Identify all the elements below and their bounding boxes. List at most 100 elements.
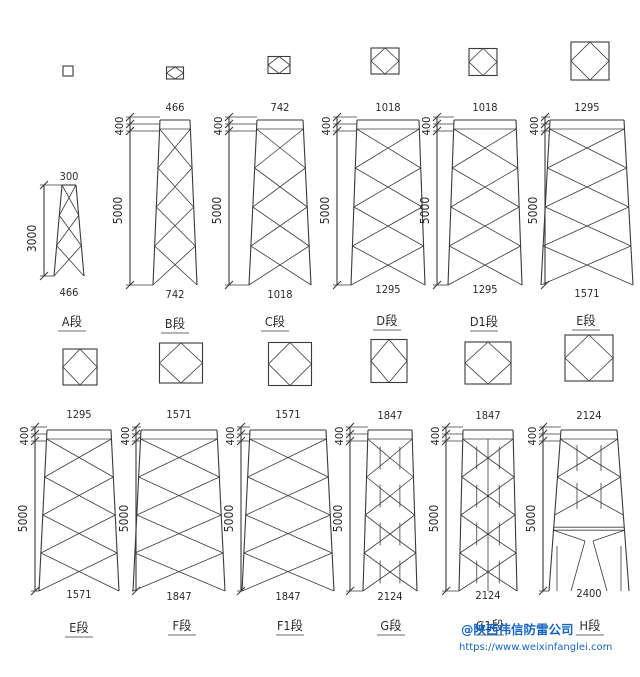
x-brace (549, 128, 627, 169)
x-brace (44, 438, 112, 478)
k-brace (366, 476, 391, 497)
top-width-label: 466 (166, 101, 185, 114)
left-leg (548, 429, 562, 592)
dimension-tick (432, 119, 442, 129)
height-label: 5000 (222, 505, 236, 533)
k-brace (389, 552, 417, 573)
left-leg (53, 184, 63, 277)
left-leg (248, 119, 258, 286)
elevation-view (38, 429, 120, 592)
dimension-tick (345, 429, 355, 439)
plan-view (468, 47, 498, 77)
top-width-label: 300 (60, 170, 79, 183)
x-brace (46, 438, 114, 478)
segment-label: F1段 (277, 618, 303, 633)
x-brace (350, 245, 424, 286)
bottom-width-label: 1847 (166, 590, 191, 603)
k-brace (460, 495, 489, 516)
right-leg (302, 119, 312, 286)
x-brace (250, 245, 312, 286)
dimension-tick (236, 436, 246, 446)
x-brace (40, 514, 116, 554)
x-brace (154, 245, 198, 286)
x-brace (53, 245, 82, 277)
plan-view (62, 348, 98, 386)
plan-view (370, 47, 400, 75)
x-brace (353, 206, 424, 247)
x-brace (449, 206, 520, 247)
bottom-width-label: 1018 (267, 288, 292, 301)
plan-diamond (370, 47, 400, 75)
x-brace (42, 514, 118, 554)
dimension-tick (332, 119, 342, 129)
right-leg (512, 429, 518, 592)
right-leg (110, 429, 120, 592)
dimension-tick (441, 422, 451, 432)
top-width-label: 1018 (472, 101, 497, 114)
x-brace (254, 128, 304, 169)
k-brace (389, 476, 414, 497)
x-brace (134, 552, 226, 592)
offset-label: 400 (224, 427, 237, 446)
dimension-tick (125, 112, 135, 122)
top-width-label: 742 (271, 101, 290, 114)
x-brace (58, 184, 77, 216)
dimension-tick (332, 112, 342, 122)
right-leg (616, 429, 630, 592)
top-width-label: 1571 (166, 408, 191, 421)
x-brace (452, 167, 520, 208)
x-brace (56, 245, 85, 277)
top-width-label: 1847 (475, 409, 500, 422)
segment-label: G1段 (476, 618, 504, 633)
top-width-label: 1847 (377, 409, 402, 422)
right-leg (216, 429, 226, 592)
segment-label: C段 (265, 314, 285, 329)
k-brace (459, 533, 489, 554)
dimension-tick (432, 112, 442, 122)
height-label: 5000 (331, 505, 345, 533)
v-brace (592, 529, 625, 542)
dimension-tick (540, 112, 550, 122)
plan-view (267, 341, 313, 387)
watermark-company: @陕西伟信防雷公司 (461, 622, 574, 637)
x-brace (547, 167, 629, 208)
elevation-view (53, 184, 85, 277)
x-brace (450, 206, 521, 247)
k-brace (363, 552, 391, 573)
left-leg (241, 429, 251, 592)
offset-label: 400 (320, 117, 333, 136)
dimension-tick (30, 429, 40, 439)
dimension-tick (332, 126, 342, 136)
x-brace (243, 552, 335, 592)
k-brace (365, 495, 391, 516)
segment-label: H段 (580, 618, 601, 633)
dimension-tick (224, 280, 234, 290)
k-brace (363, 533, 391, 554)
k-brace (557, 457, 590, 478)
bottom-width-label: 1571 (574, 287, 599, 300)
k-brace (367, 438, 391, 459)
dimension-tick (236, 429, 246, 439)
segment-label: D段 (376, 313, 397, 328)
k-brace (461, 476, 489, 497)
k-brace (365, 514, 391, 535)
x-brace (134, 514, 222, 554)
elevation-view (548, 429, 630, 592)
k-brace (588, 476, 621, 497)
x-brace (452, 128, 517, 169)
k-brace (588, 438, 618, 459)
dimension-tick (236, 422, 246, 432)
dimension-tick (30, 436, 40, 446)
bottom-width-label: 466 (60, 286, 79, 299)
x-brace (545, 167, 627, 208)
